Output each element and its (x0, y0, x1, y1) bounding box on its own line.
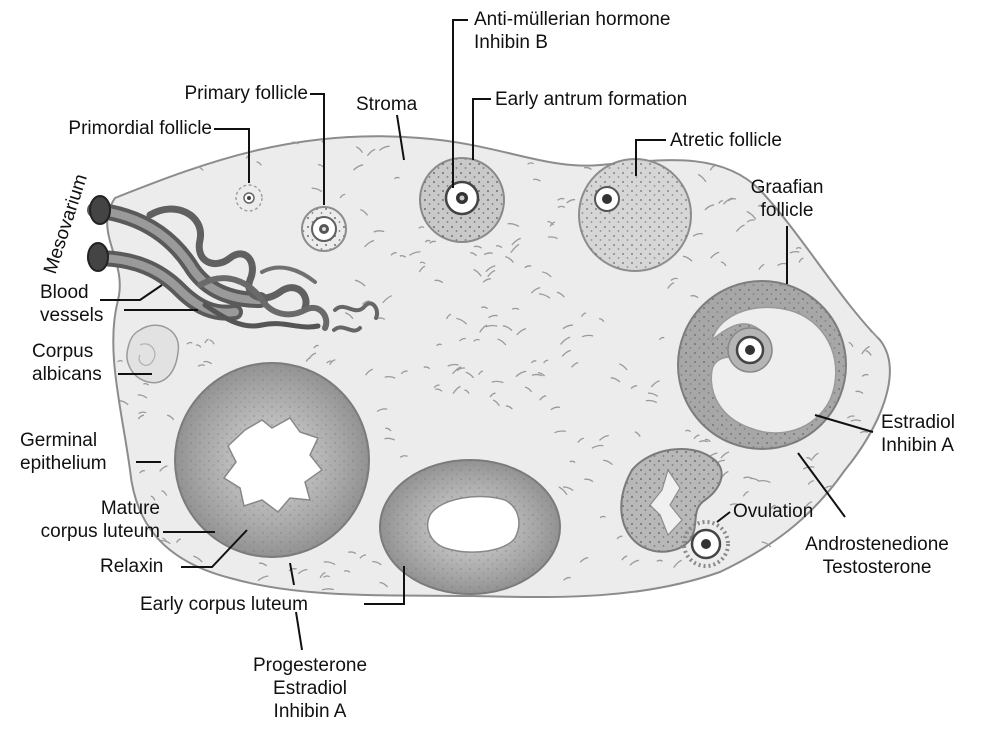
ovulation-text: Ovulation (733, 500, 813, 523)
early-corpus-luteum-text: Early corpus luteum (140, 593, 308, 616)
stroma-label: Stroma (356, 93, 417, 116)
early-antrum-follicle-drawing (420, 158, 504, 242)
atretic-follicle-text: Atretic follicle (670, 129, 782, 152)
blood-vessels-label: Blood vessels (40, 281, 103, 327)
early-corpus-luteum-drawing (380, 460, 560, 594)
graafian-text: Graafian (727, 176, 847, 199)
androstenedione-label: Androstenedione Testosterone (782, 533, 972, 579)
early-antrum-label: Early antrum formation (495, 88, 687, 111)
vessels-text: vessels (40, 304, 103, 327)
estradiol-right-text: Estradiol (881, 411, 955, 434)
inhibin-a-text: Inhibin A (230, 700, 390, 723)
mature-text: Mature (0, 497, 160, 520)
relaxin-label: Relaxin (100, 555, 163, 578)
estradiol-inhibin-label: Estradiol Inhibin A (881, 411, 955, 457)
estradiol-text: Estradiol (230, 677, 390, 700)
corpus-luteum-text: corpus luteum (0, 520, 160, 543)
ovulation-label: Ovulation (733, 500, 813, 523)
primordial-follicle-text: Primordial follicle (20, 117, 212, 140)
inhibin-b-text: Inhibin B (474, 31, 670, 54)
stroma-text: Stroma (356, 93, 417, 116)
primordial-follicle-label: Primordial follicle (20, 117, 212, 140)
atretic-follicle-label: Atretic follicle (670, 129, 782, 152)
mature-corpus-luteum-drawing (175, 363, 369, 557)
follicle-text: follicle (727, 199, 847, 222)
inhibin-a-right-text: Inhibin A (881, 434, 955, 457)
mature-corpus-luteum-label: Mature corpus luteum (0, 497, 160, 543)
corpus-albicans-label: Corpus albicans (32, 340, 102, 386)
testosterone-text: Testosterone (782, 556, 972, 579)
albicans-text: albicans (32, 363, 102, 386)
androstenedione-text: Androstenedione (782, 533, 972, 556)
graafian-follicle-label: Graafian follicle (727, 176, 847, 222)
amh-text: Anti-müllerian hormone (474, 8, 670, 31)
graafian-follicle-drawing (678, 281, 846, 449)
blood-text: Blood (40, 281, 103, 304)
primary-follicle-label: Primary follicle (126, 82, 308, 105)
primary-follicle-text: Primary follicle (126, 82, 308, 105)
primary-follicle-drawing (302, 207, 346, 251)
relaxin-text: Relaxin (100, 555, 163, 578)
early-corpus-luteum-label: Early corpus luteum (140, 593, 308, 616)
early-antrum-text: Early antrum formation (495, 88, 687, 111)
germinal-epithelium-label: Germinal epithelium (20, 429, 107, 475)
corpus-text: Corpus (32, 340, 102, 363)
amh-label: Anti-müllerian hormone Inhibin B (474, 8, 670, 54)
epithelium-text: epithelium (20, 452, 107, 475)
germinal-text: Germinal (20, 429, 107, 452)
progesterone-label: Progesterone Estradiol Inhibin A (230, 654, 390, 723)
progesterone-text: Progesterone (230, 654, 390, 677)
